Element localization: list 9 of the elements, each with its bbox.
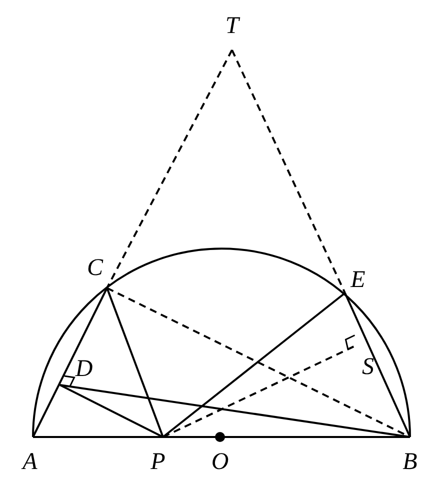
point-label: D — [75, 357, 93, 381]
point-label: S — [362, 355, 374, 379]
point-label: T — [225, 14, 239, 38]
point-label: B — [402, 450, 418, 474]
point-label: C — [87, 256, 103, 280]
point-label: O — [211, 450, 229, 474]
point-label: P — [150, 450, 166, 474]
point-label: E — [350, 268, 366, 292]
point-label: A — [22, 450, 38, 474]
